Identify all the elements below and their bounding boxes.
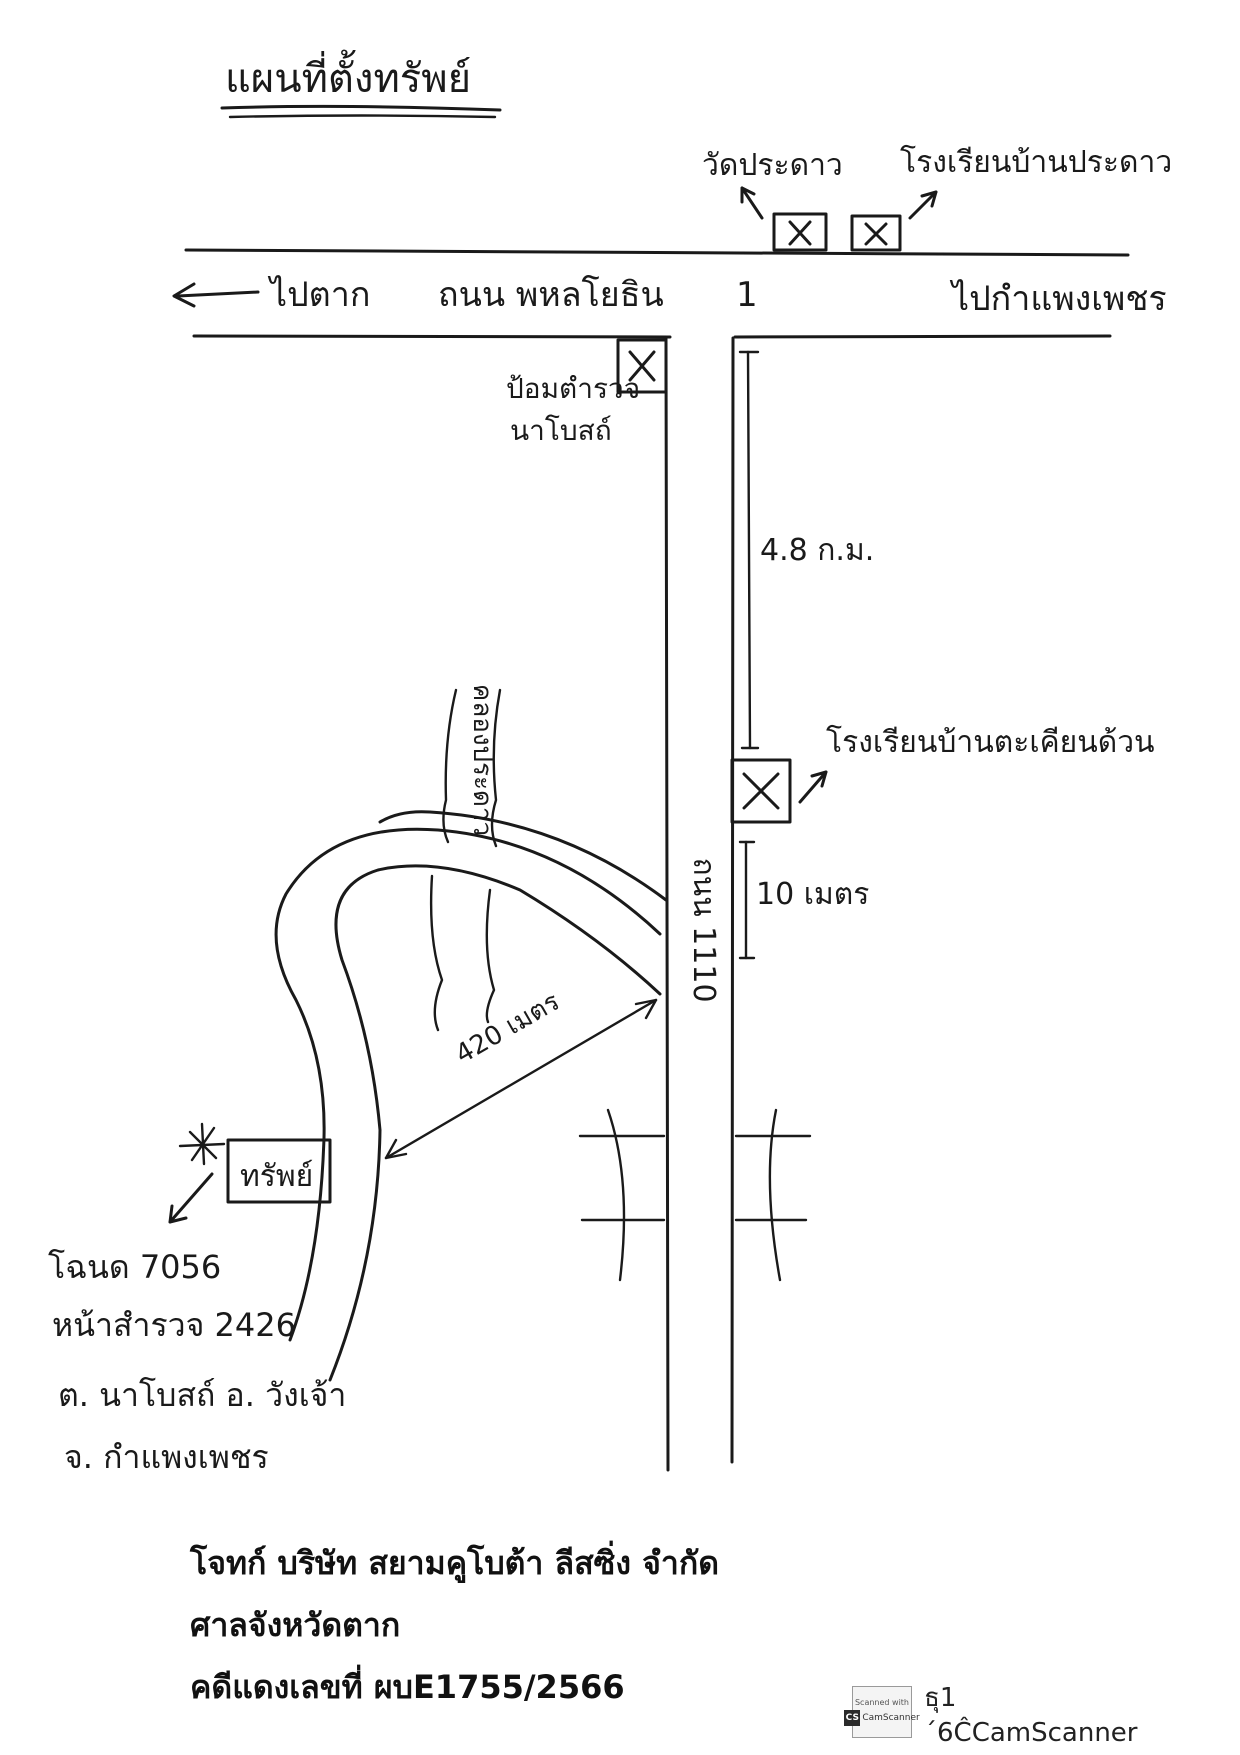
label-main-road-number: 1 — [736, 275, 758, 315]
camscanner-badge-name: CamScanner — [862, 1713, 920, 1723]
camscanner-badge-small: Scanned with — [854, 1698, 910, 1707]
arrow-to-tak-head — [172, 282, 196, 308]
arrow-school-south — [798, 770, 828, 804]
label-side-road: ถนน 1110 — [686, 857, 721, 1002]
property-marker — [226, 1138, 332, 1204]
label-side-distance: 420 เมตร — [451, 987, 565, 1070]
side-road-west-edge — [664, 336, 670, 1472]
title-underline — [220, 104, 502, 112]
camscanner-badge: Scanned with CS CamScanner — [844, 1686, 920, 1738]
case-number-line: คดีแดงเลขที่ ผบE1755/2566 — [190, 1668, 625, 1706]
school-north-marker — [850, 214, 902, 252]
label-deed-3: ต. นาโบสถ์ อ. วังเจ้า — [58, 1376, 346, 1414]
label-km-distance: 4.8 ก.ม. — [760, 533, 874, 568]
label-main-road: ถนน พหลโยธิน — [438, 275, 664, 315]
school-south-marker — [730, 758, 792, 824]
camscanner-watermark: Scanned with CS CamScanner ธุ1´6ĈCamScan… — [844, 1683, 1152, 1748]
label-to-tak: ไปตาก — [267, 275, 370, 315]
plaintiff-line: โจทก์ บริษัท สยามคูโบต้า ลีสซิ่ง จำกัด — [190, 1544, 720, 1582]
access-road-outer — [274, 827, 662, 1342]
temple-marker — [772, 212, 828, 252]
arrow-temple — [740, 186, 764, 220]
label-police-box-2: นาโบสถ์ — [510, 414, 612, 447]
arrow-to-tak — [176, 290, 260, 298]
label-deed-1: โฉนด 7056 — [48, 1248, 221, 1286]
camscanner-text: ธุ1´6ĈCamScanner — [924, 1682, 1138, 1748]
label-school-north: โรงเรียนบ้านประดาว — [900, 144, 1172, 180]
dim-side-arrow-b — [634, 998, 658, 1020]
case-info: โจทก์ บริษัท สยามคูโบต้า ลีสซิ่ง จำกัด ศ… — [190, 1532, 719, 1718]
cross-east-arc — [768, 1108, 782, 1282]
canal-west-bank-lower — [429, 874, 444, 1032]
label-property: ทรัพย์ — [240, 1159, 313, 1194]
label-short-distance: 10 เมตร — [756, 877, 869, 912]
side-road-east-edge — [730, 336, 735, 1464]
dim-side-arrow-a — [384, 1138, 408, 1160]
title-underline-2 — [228, 114, 497, 119]
dim-km — [746, 350, 752, 750]
temple-marker-x — [788, 220, 812, 246]
school-south-marker-x — [742, 772, 780, 810]
label-deed-2: หน้าสำรวจ 2426 — [52, 1306, 296, 1344]
main-road-south-edge-east — [733, 334, 1112, 339]
label-temple: วัดประดาว — [702, 148, 843, 183]
main-road-north-edge — [184, 248, 1130, 257]
court-line: ศาลจังหวัดตาก — [190, 1606, 401, 1644]
label-canal: คลองประดาว — [467, 684, 497, 836]
canal-east-bank-upper — [490, 688, 502, 848]
label-school-south: โรงเรียนบ้านตะเคียนด้วน — [826, 724, 1155, 760]
dim-side — [384, 998, 658, 1160]
property-star — [178, 1122, 226, 1166]
camscanner-icon: CS — [844, 1710, 861, 1726]
police-box-marker-x — [628, 350, 656, 382]
police-box-marker — [616, 338, 668, 394]
canal-west-bank-upper — [442, 688, 458, 844]
access-road-inner-2 — [328, 864, 662, 1382]
arrow-school-north — [908, 190, 938, 220]
canal-east-bank-lower — [485, 888, 496, 1024]
map-title: แผนที่ตั้งทรัพย์ — [225, 49, 471, 102]
school-north-marker-x — [864, 222, 888, 246]
camscanner-logo: CS CamScanner — [844, 1710, 920, 1726]
cross-west-arc — [606, 1108, 626, 1282]
access-road-inner — [378, 810, 668, 902]
arrow-property — [168, 1172, 214, 1224]
main-road-south-edge-west — [192, 334, 672, 339]
label-police-box-1: ป้อมตำรวจ — [506, 372, 640, 405]
label-to-kamphaeng-phet: ไปกำแพงเพชร — [949, 279, 1167, 319]
label-deed-4: จ. กำแพงเพชร — [64, 1438, 269, 1476]
